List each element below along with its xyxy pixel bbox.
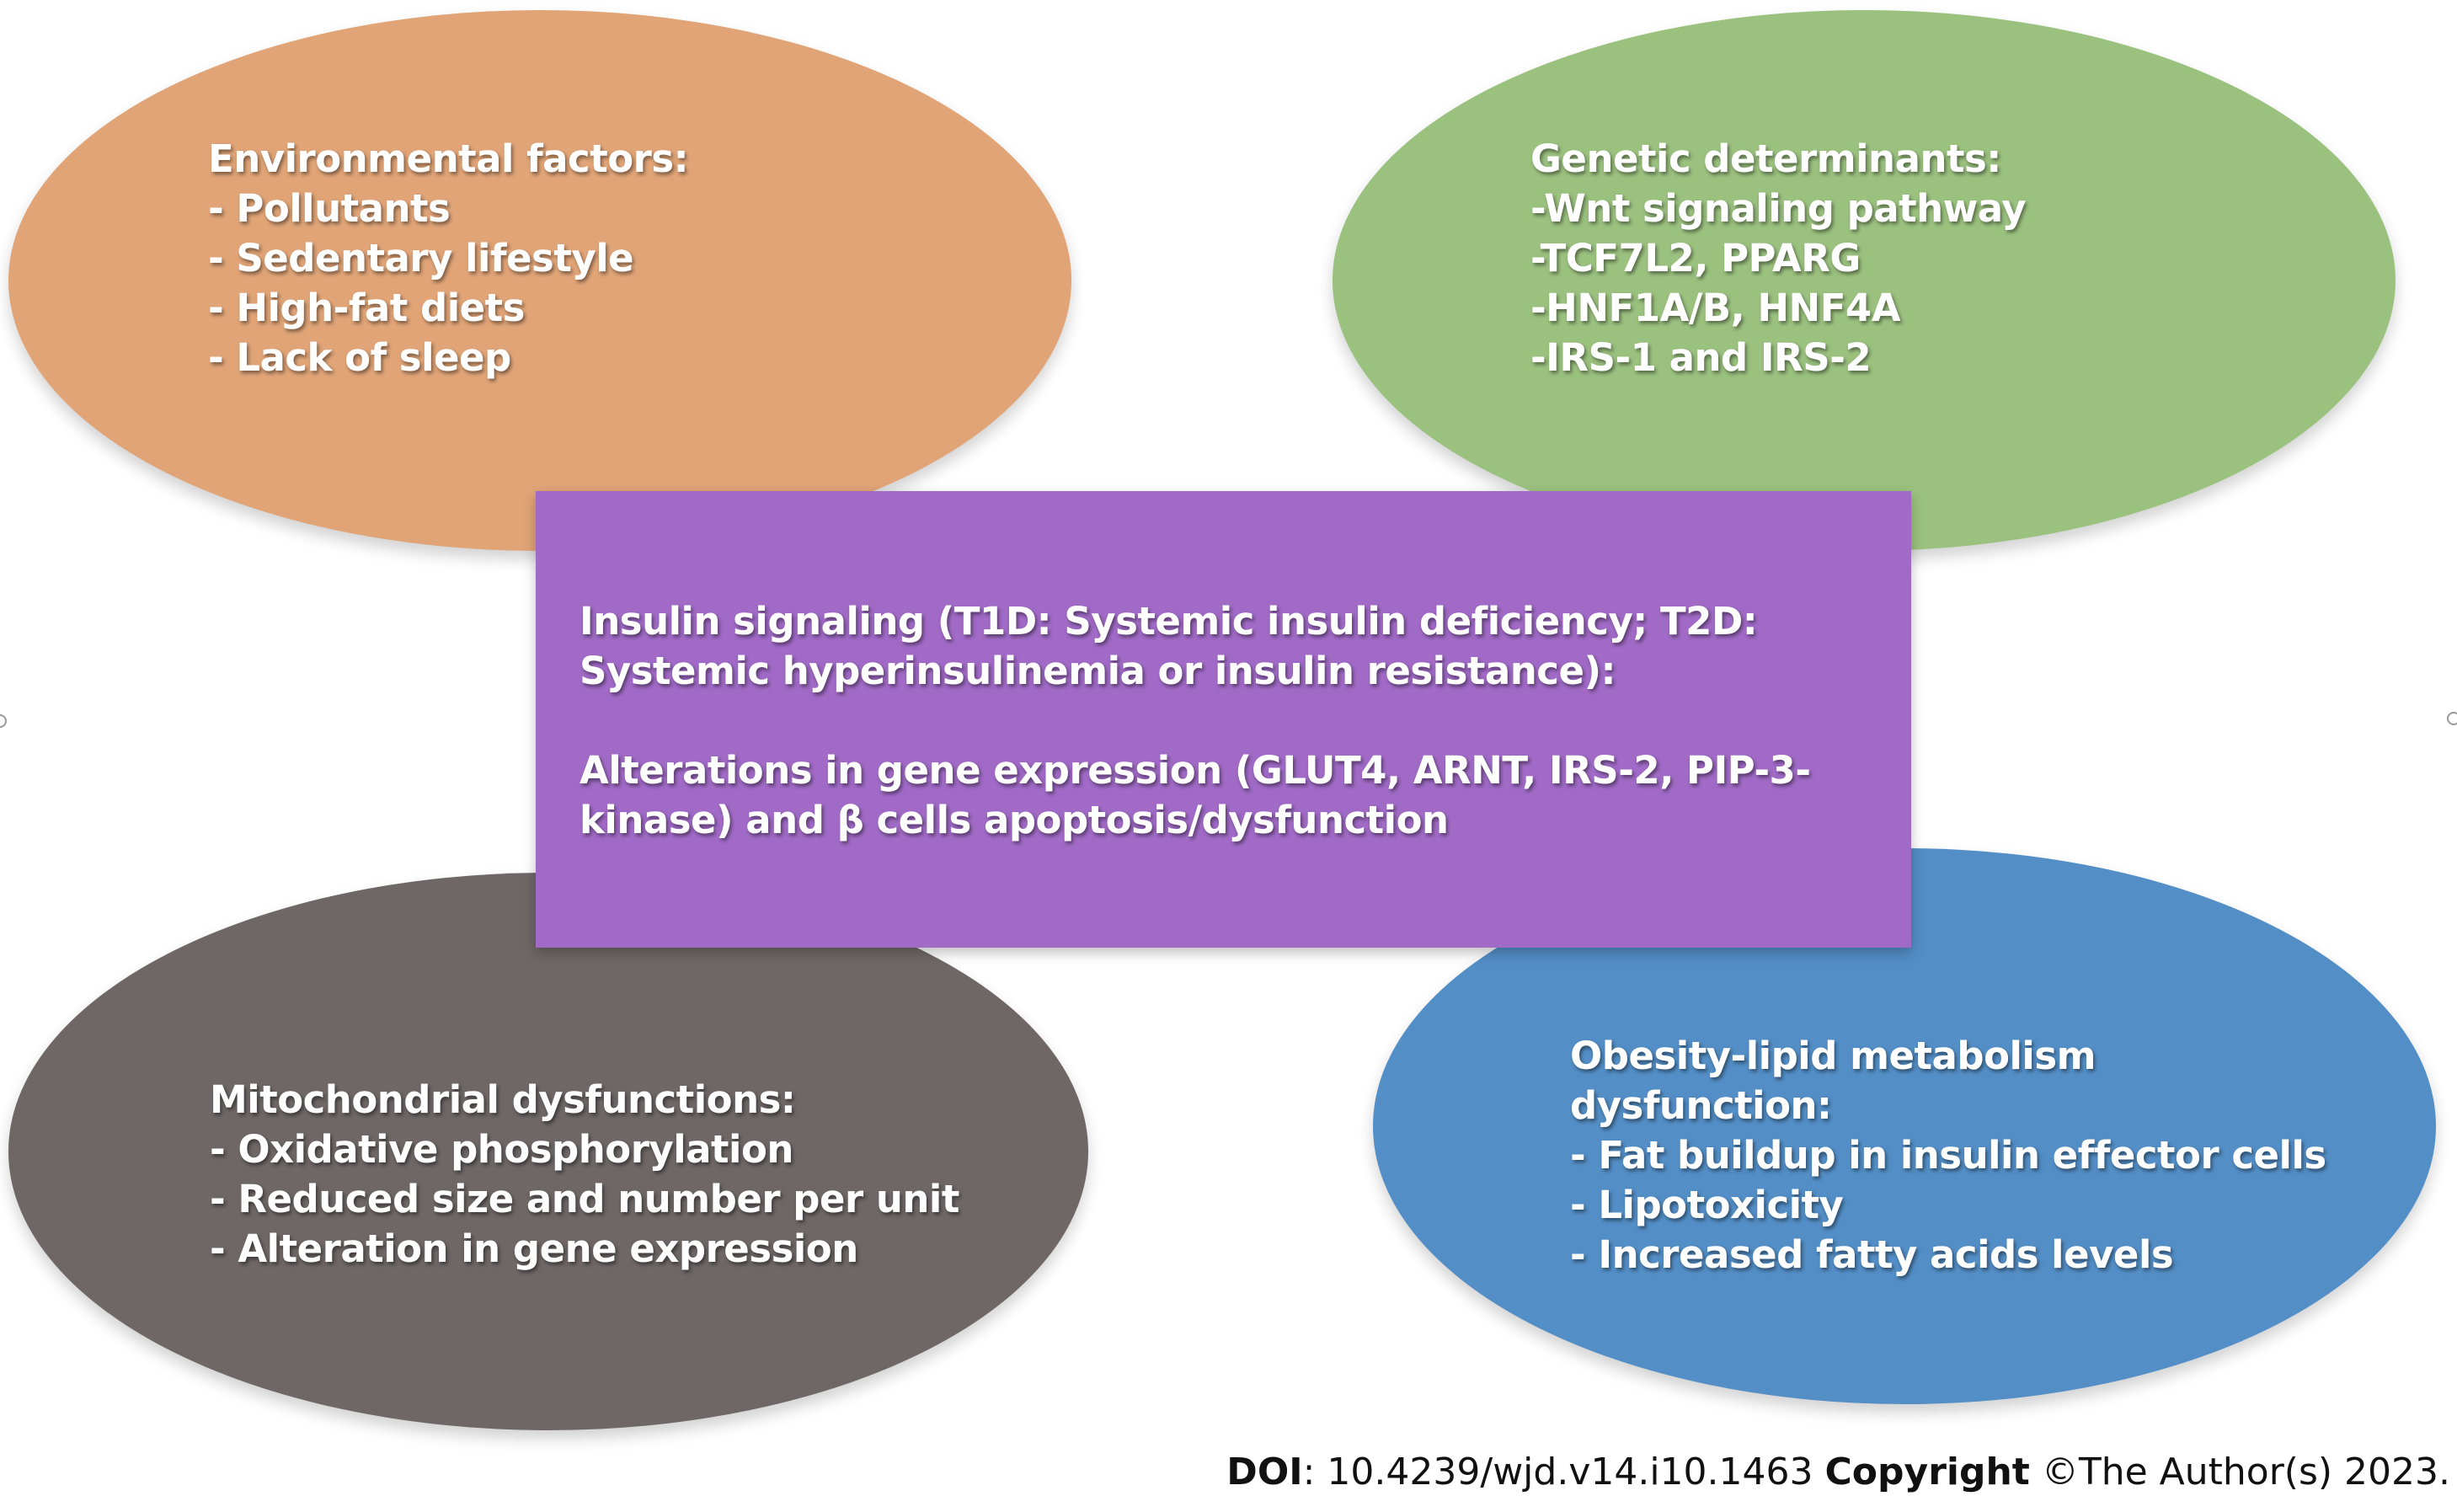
genetic-item: -TCF7L2, PPARG	[1530, 236, 1861, 280]
genetic-determinants-ellipse	[1333, 10, 2396, 551]
environmental-item: - Lack of sleep	[208, 335, 511, 380]
environmental-item: - Sedentary lifestyle	[208, 236, 634, 280]
obesity-lipid-metabolism-title-line1: Obesity-lipid metabolism	[1570, 1034, 2096, 1078]
insulin-signaling-paragraph: Insulin signaling (T1D: Systemic insulin…	[580, 599, 1758, 693]
left-edge-mark	[0, 714, 7, 728]
gene-expression-paragraph: Alterations in gene expression (GLUT4, A…	[580, 748, 1811, 842]
environmental-factors-title: Environmental factors:	[208, 136, 689, 181]
environmental-item: - High-fat diets	[208, 286, 525, 330]
mitochondrial-dysfunctions-ellipse	[8, 873, 1088, 1430]
genetic-determinants-text: Genetic determinants: -Wnt signaling pat…	[1530, 134, 2027, 382]
environmental-factors-ellipse	[8, 10, 1071, 551]
obesity-lipid-metabolism-text: Obesity-lipid metabolism dysfunction: - …	[1570, 1031, 2326, 1280]
doi-label: DOI	[1226, 1451, 1303, 1493]
doi-value: : 10.4239/wjd.v14.i10.1463	[1302, 1451, 1825, 1493]
copyright-value: ©The Author(s) 2023.	[2029, 1451, 2450, 1493]
mitochondrial-item: - Oxidative phosphorylation	[210, 1127, 793, 1172]
genetic-determinants-title: Genetic determinants:	[1530, 136, 2001, 181]
obesity-lipid-metabolism-title-line2: dysfunction:	[1570, 1083, 1832, 1128]
environmental-item: - Pollutants	[208, 186, 451, 231]
mitochondrial-dysfunctions-title: Mitochondrial dysfunctions:	[210, 1077, 796, 1122]
insulin-signaling-box: Insulin signaling (T1D: Systemic insulin…	[536, 491, 1911, 948]
mitochondrial-item: - Alteration in gene expression	[210, 1226, 858, 1271]
right-edge-mark	[2447, 712, 2457, 725]
mitochondrial-dysfunctions-text: Mitochondrial dysfunctions: - Oxidative …	[210, 1075, 959, 1274]
obesity-item: - Increased fatty acids levels	[1570, 1232, 2174, 1277]
obesity-item: - Fat buildup in insulin effector cells	[1570, 1133, 2326, 1178]
mitochondrial-item: - Reduced size and number per unit	[210, 1177, 959, 1221]
genetic-item: -IRS-1 and IRS-2	[1530, 335, 1872, 380]
environmental-factors-text: Environmental factors: - Pollutants - Se…	[208, 134, 689, 382]
doi-copyright-footer: DOI: 10.4239/wjd.v14.i10.1463 Copyright …	[1226, 1451, 2450, 1493]
insulin-signaling-text: Insulin signaling (T1D: Systemic insulin…	[580, 596, 1893, 845]
genetic-item: -Wnt signaling pathway	[1530, 186, 2027, 231]
genetic-item: -HNF1A/B, HNF4A	[1530, 286, 1901, 330]
copyright-label: Copyright	[1824, 1451, 2030, 1493]
obesity-item: - Lipotoxicity	[1570, 1183, 1844, 1227]
